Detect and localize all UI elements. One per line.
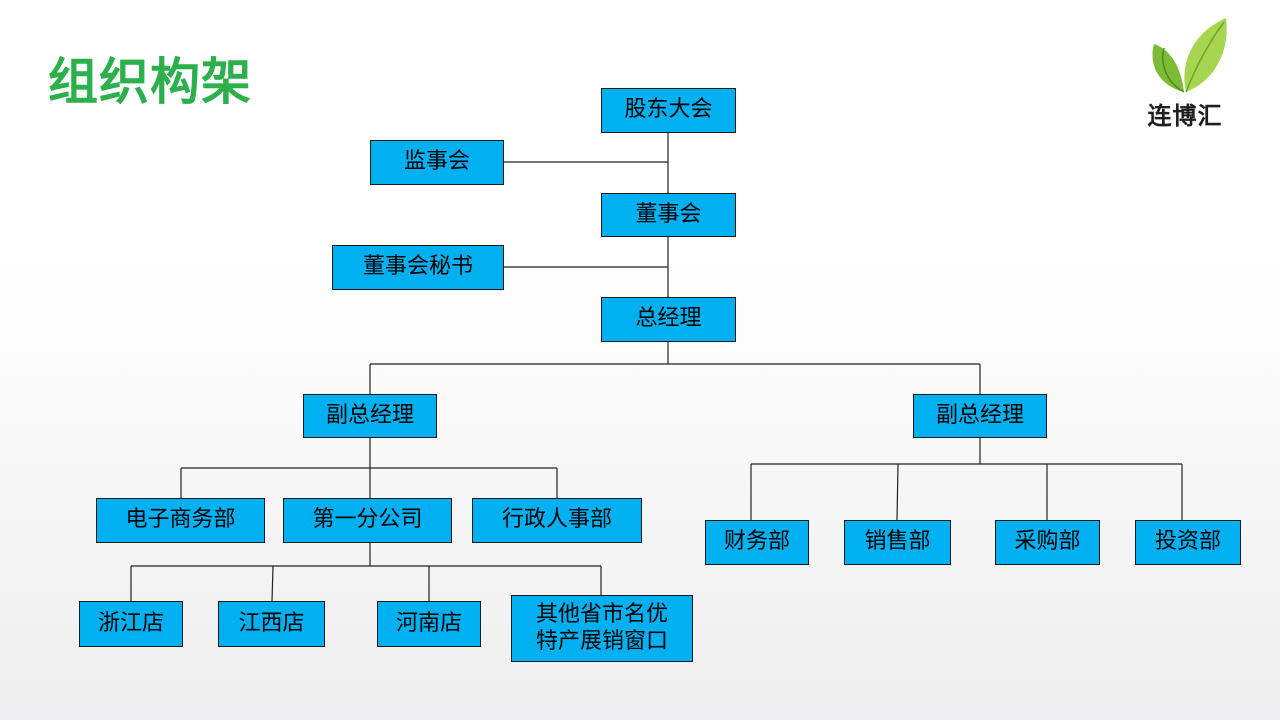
node-vice-gm-right: 副总经理 xyxy=(913,394,1047,438)
node-board-of-directors: 董事会 xyxy=(601,193,736,237)
leaf-left-vein xyxy=(1162,47,1185,93)
node-label: 投资部 xyxy=(1154,529,1221,555)
node-label: 第一分公司 xyxy=(312,507,423,533)
node-supervisory-board: 监事会 xyxy=(370,140,504,185)
leaf-right-vein xyxy=(1185,21,1225,93)
node-label: 河南店 xyxy=(395,610,462,636)
node-label: 股东大会 xyxy=(624,97,713,123)
connector-jiangxi xyxy=(271,565,274,602)
node-label: 行政人事部 xyxy=(501,507,612,533)
node-label: 总经理 xyxy=(635,306,702,332)
leaf-right-shape xyxy=(1184,18,1227,92)
node-investment-dept: 投资部 xyxy=(1135,520,1241,565)
leaf-icon xyxy=(1152,18,1227,93)
node-label: 江西店 xyxy=(238,610,305,636)
leaf-left-shape xyxy=(1152,44,1184,92)
node-sales-dept: 销售部 xyxy=(844,520,951,565)
node-ecommerce-dept: 电子商务部 xyxy=(96,498,265,543)
node-label: 董事会 xyxy=(635,201,702,227)
node-label-line-2: 特产展销窗口 xyxy=(535,628,668,654)
node-label: 副总经理 xyxy=(325,402,414,428)
node-label: 销售部 xyxy=(864,529,931,555)
node-shareholders-meeting: 股东大会 xyxy=(601,88,736,133)
node-label: 董事会秘书 xyxy=(362,254,473,280)
node-label: 电子商务部 xyxy=(125,507,236,533)
node-label: 财务部 xyxy=(723,529,790,555)
node-label: 监事会 xyxy=(403,149,470,175)
node-jiangxi-store: 江西店 xyxy=(218,601,325,647)
node-vice-gm-left: 副总经理 xyxy=(303,394,437,438)
node-other-provinces-window: 其他省市名优 特产展销窗口 xyxy=(511,595,693,662)
node-label: 浙江店 xyxy=(97,610,164,636)
node-board-secretary: 董事会秘书 xyxy=(332,245,504,290)
node-label: 采购部 xyxy=(1014,529,1081,555)
node-purchasing-dept: 采购部 xyxy=(995,520,1100,565)
logo-text: 连博汇 xyxy=(1147,102,1223,130)
node-admin-hr-dept: 行政人事部 xyxy=(472,498,642,543)
node-henan-store: 河南店 xyxy=(377,601,481,647)
node-first-branch: 第一分公司 xyxy=(283,498,452,543)
node-label: 副总经理 xyxy=(935,402,1024,428)
node-finance-dept: 财务部 xyxy=(705,520,809,565)
logo: 连博汇 xyxy=(1140,14,1230,130)
node-zhejiang-store: 浙江店 xyxy=(79,601,183,647)
node-label-line-1: 其他省市名优 xyxy=(535,602,668,628)
connector-sales xyxy=(896,463,899,521)
page-title: 组织构架 xyxy=(48,53,252,111)
node-general-manager: 总经理 xyxy=(601,297,736,342)
